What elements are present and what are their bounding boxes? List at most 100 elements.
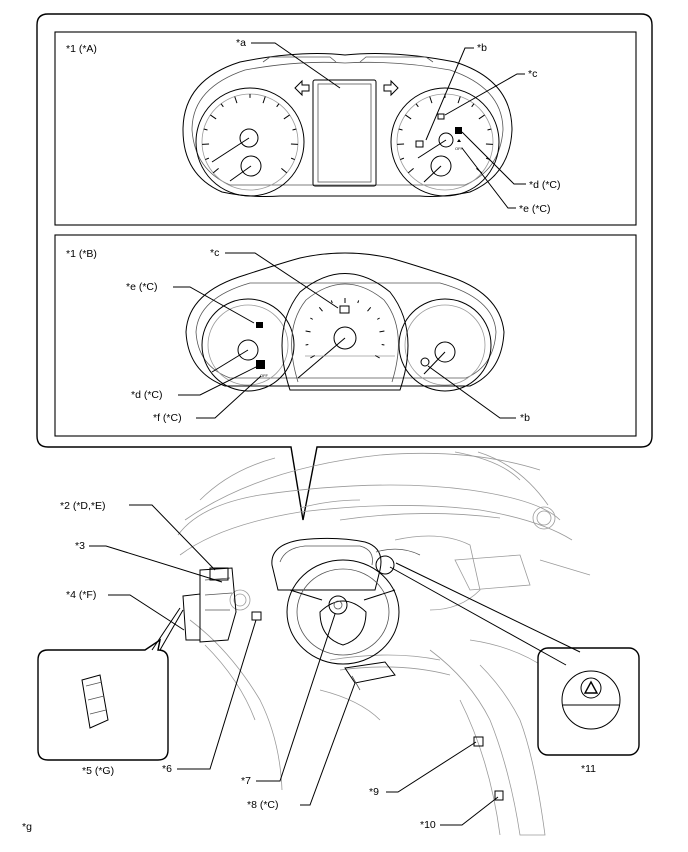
- d-indicator-icon: [455, 127, 462, 134]
- d-indicator-icon-b: [256, 360, 265, 369]
- gauge-tick: [357, 300, 360, 304]
- gauge-tick: [262, 96, 266, 104]
- label-item7: *7: [241, 775, 251, 787]
- gauge-tick: [212, 167, 219, 174]
- hazard-switch-knob: [561, 670, 621, 730]
- label-item6: *6: [162, 763, 172, 775]
- multi-information-display: [312, 79, 377, 187]
- gauge-tick: [205, 157, 210, 161]
- spiral-cable: [328, 595, 348, 615]
- callout-frame: [36, 13, 653, 521]
- gauge-tick: [429, 96, 433, 104]
- label-g: *g: [22, 821, 32, 833]
- gauge-ticks-a: [202, 94, 493, 174]
- body-ecu-module: [81, 674, 109, 729]
- left-gauge-dial: [195, 87, 305, 197]
- inset-item5: [37, 607, 184, 761]
- gauge-ticks-b: [305, 298, 385, 359]
- label-f-bot: *f (*C): [153, 412, 182, 424]
- e-indicator-icon: [457, 139, 461, 142]
- label-b-bot: *b: [520, 412, 530, 424]
- gauge-tick: [318, 307, 323, 312]
- label-b-top: *b: [477, 42, 487, 54]
- gauge-tick: [234, 96, 238, 104]
- vehicle-interior-drawing: [177, 451, 591, 836]
- left-turn-arrow-icon: [294, 79, 310, 97]
- panel-a-title: *1 (*A): [66, 43, 97, 55]
- label-e-top: *e (*C): [519, 203, 551, 215]
- gauge-tick: [400, 157, 405, 161]
- gauge-tick: [283, 114, 290, 120]
- gauge-tick: [310, 355, 315, 359]
- left-small-gauge: [201, 298, 295, 392]
- gauge-tick: [210, 114, 217, 120]
- gauge-tick: [330, 300, 333, 304]
- label-d-bot: *d (*C): [131, 389, 163, 401]
- right-small-gauge: [398, 298, 492, 392]
- label-item9: *9: [369, 786, 379, 798]
- combination-meter-type-a: OFF: [182, 53, 513, 197]
- slip-indicator-icon-b: [339, 305, 350, 314]
- gauge-tick: [405, 114, 412, 120]
- gauge-tick: [367, 307, 372, 312]
- steering-wheel: [286, 559, 400, 665]
- gauge-tick: [415, 103, 419, 108]
- brake-warning-icon-b: [420, 357, 430, 367]
- label-c-bot: *c: [210, 247, 219, 259]
- gauge-tick: [203, 128, 208, 131]
- gauge-tick: [457, 96, 461, 104]
- label-item10: *10: [420, 819, 436, 831]
- connector-item6: [251, 611, 262, 621]
- right-turn-arrow-icon: [383, 79, 399, 97]
- gauge-tick: [487, 128, 492, 131]
- panel-b-title: *1 (*B): [66, 248, 97, 260]
- gauge-tick: [292, 128, 297, 131]
- sensor-item10: [494, 790, 504, 801]
- label-item3: *3: [75, 540, 85, 552]
- panel-a-border: [54, 31, 637, 226]
- center-speedometer: [281, 273, 409, 391]
- gauge-tick: [281, 167, 288, 174]
- gauge-tick: [276, 103, 280, 108]
- left-air-vent: [229, 589, 251, 611]
- right-gauge-dial: [390, 87, 500, 197]
- installed-combination-meter: [271, 537, 382, 591]
- e-off-text: OFF: [455, 146, 464, 151]
- hazard-switch-location: [375, 555, 395, 575]
- gauge-tick: [471, 103, 475, 108]
- combination-meter-type-b: OFF: [185, 252, 505, 392]
- label-item4: *4 (*F): [66, 589, 96, 601]
- label-d-top: *d (*C): [529, 179, 561, 191]
- panel-b-border: [54, 234, 637, 437]
- label-item11: *11: [581, 763, 596, 775]
- gauge-tick: [407, 167, 414, 174]
- label-e-bot: *e (*C): [126, 281, 158, 293]
- label-item5: *5 (*G): [82, 765, 114, 777]
- label-item2: *2 (*D,*E): [60, 500, 106, 512]
- body-ecu-bracket: [182, 593, 201, 641]
- leader-lines-bottom: [89, 504, 581, 826]
- leader-lines-b: [173, 252, 516, 419]
- e-indicator-icon-b: [256, 322, 263, 328]
- f-off-text: OFF: [260, 373, 269, 378]
- gauge-tick: [377, 317, 380, 320]
- gauge-tick: [398, 128, 403, 131]
- label-a: *a: [236, 37, 246, 49]
- leader-lines-a: [251, 42, 526, 209]
- slip-indicator-icon: [437, 113, 445, 120]
- label-c-top: *c: [528, 68, 537, 80]
- gauge-tick: [375, 355, 380, 359]
- gauge-tick: [478, 114, 485, 120]
- label-item8: *8 (*C): [247, 799, 279, 811]
- gauge-tick: [290, 157, 295, 161]
- gauge-tick: [220, 103, 224, 108]
- right-air-vent: [532, 506, 556, 530]
- stop-lamp-switch: [344, 661, 396, 684]
- gauge-tick: [310, 317, 313, 320]
- inset-item11: [537, 647, 640, 756]
- gauge-tick: [379, 330, 385, 333]
- gauge-tick: [305, 330, 311, 333]
- brake-warning-icon: [415, 140, 424, 148]
- hazard-triangle-icon: [583, 680, 599, 694]
